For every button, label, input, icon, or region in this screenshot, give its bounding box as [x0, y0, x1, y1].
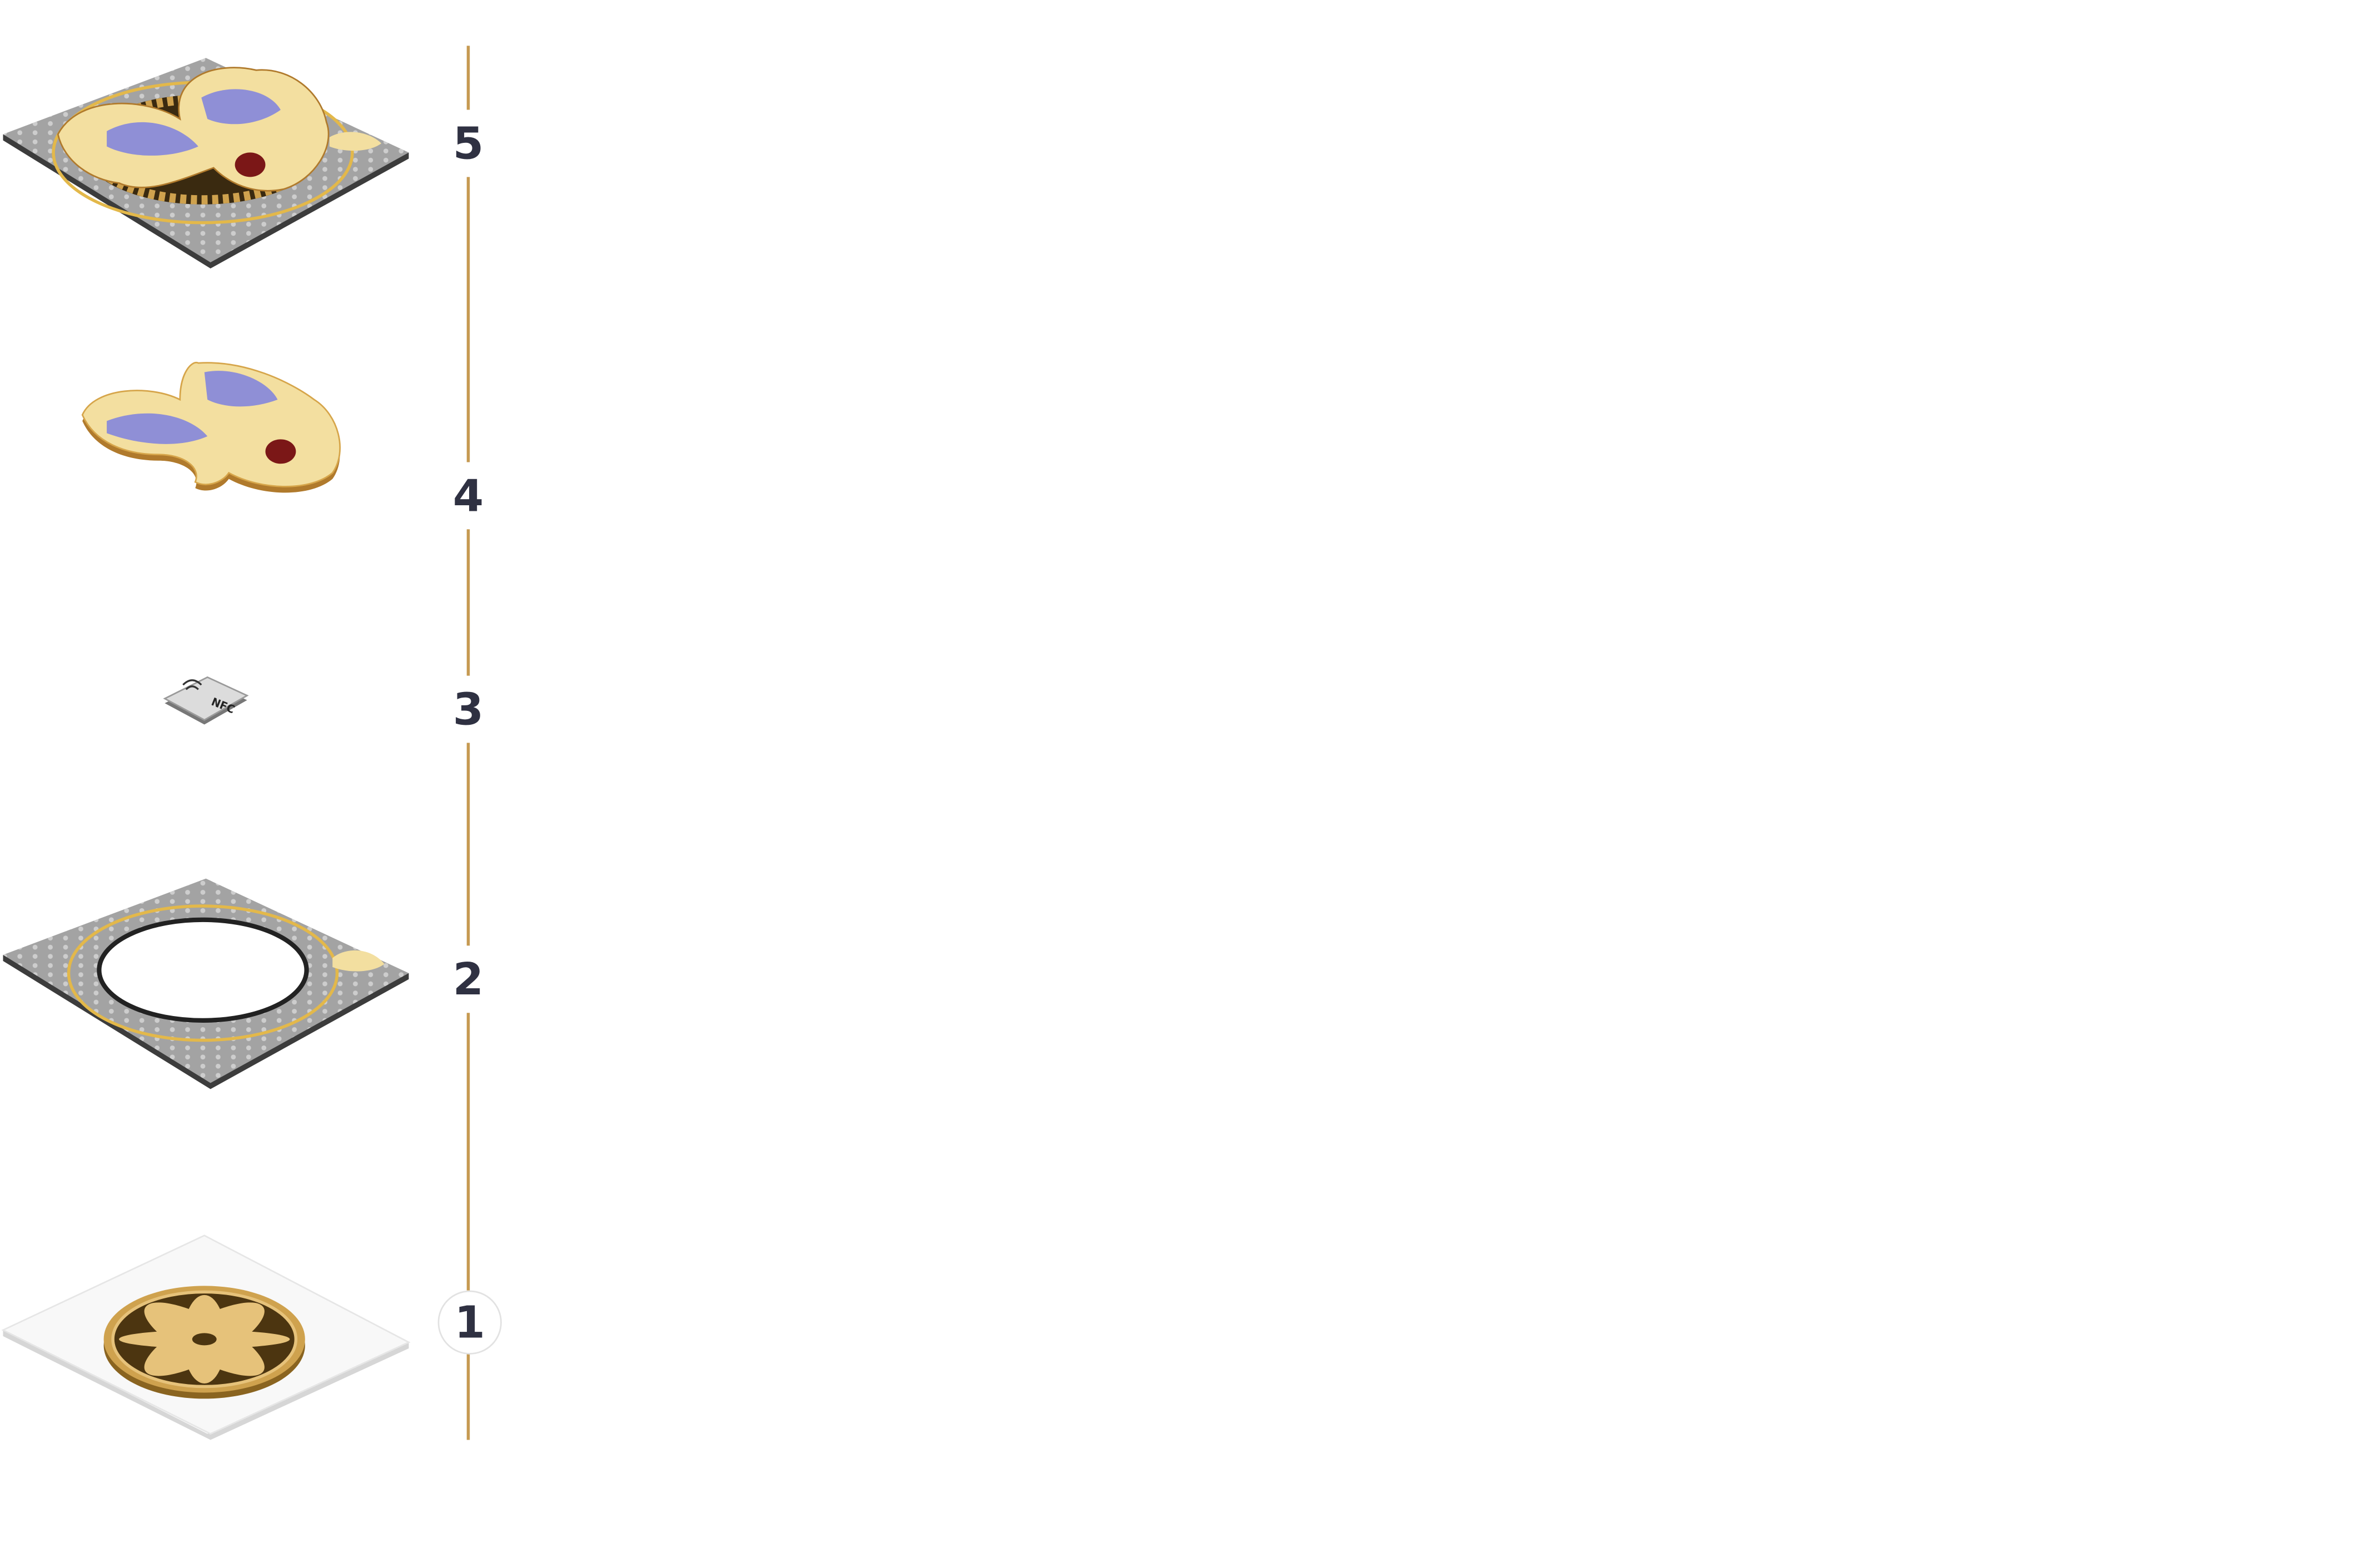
assembled-panel-layer — [3, 58, 409, 268]
nfc-tag-layer: NFC — [163, 676, 249, 725]
nfc-tag: NFC — [163, 676, 249, 725]
step-label-2: 2 — [435, 945, 502, 1013]
step-label-5: 5 — [435, 109, 502, 177]
timeline-segment — [466, 741, 470, 946]
bird-illustration — [57, 67, 382, 192]
frame-hole — [97, 917, 309, 1023]
panel-board-edge — [3, 134, 409, 268]
mandala-base-layer — [1, 1235, 411, 1440]
timeline-segment — [466, 177, 470, 464]
timeline-segment — [466, 527, 470, 678]
mandala-disc — [103, 1286, 305, 1399]
frame-board-edge — [3, 954, 409, 1089]
bird-tail-detail — [332, 950, 385, 972]
timeline-segment — [466, 1013, 470, 1291]
bird-cutout-layer — [81, 361, 341, 493]
timeline-segment — [466, 1351, 470, 1440]
base-plate-edge — [3, 1330, 409, 1440]
nfc-wave-icon — [182, 679, 202, 690]
bird-cutout — [81, 361, 341, 493]
step-label-4: 4 — [435, 462, 502, 530]
step-label-3: 3 — [435, 675, 502, 743]
timeline-segment — [466, 46, 470, 110]
step-label-1: 1 — [437, 1290, 502, 1355]
frame-ring-layer — [3, 878, 409, 1089]
gold-ring — [67, 904, 339, 1042]
